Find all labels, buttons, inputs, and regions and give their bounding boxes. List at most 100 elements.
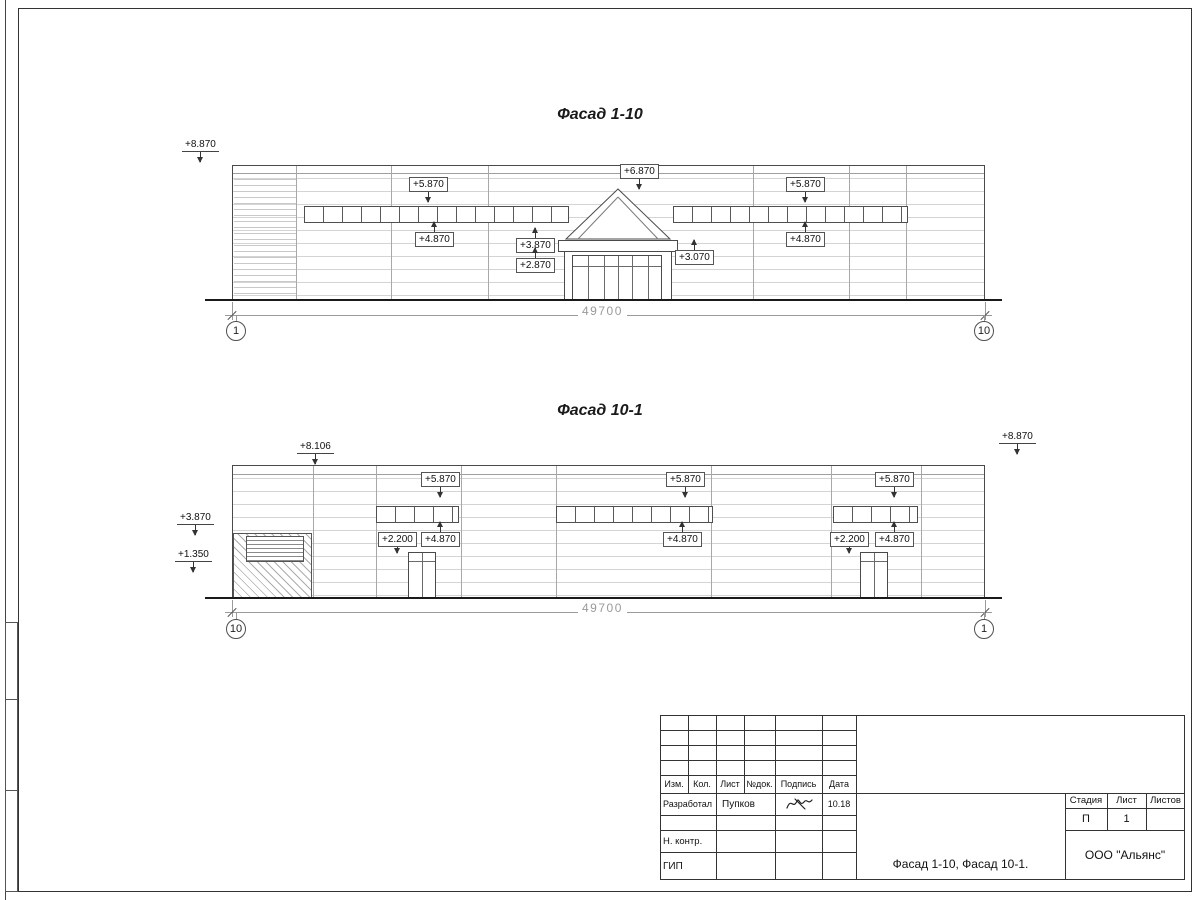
titleblock-line xyxy=(660,775,856,776)
titleblock-sheets-label: Листов xyxy=(1150,795,1181,806)
elevation-marker: +1.350 xyxy=(175,548,212,573)
elevation-marker: +4.870 xyxy=(421,521,460,547)
titleblock-line xyxy=(1065,808,1185,809)
elevation-label: +8.870 xyxy=(999,430,1036,444)
sheet-edge-line xyxy=(5,0,6,900)
ground-line xyxy=(205,299,1002,301)
side-door xyxy=(860,552,888,598)
elevation-label: +5.870 xyxy=(666,472,705,487)
leader-arrow-icon xyxy=(679,521,686,532)
axis-line xyxy=(984,315,985,322)
entrance-doors xyxy=(572,255,662,300)
axis-line xyxy=(984,612,985,620)
mullion-line xyxy=(632,256,633,299)
titleblock-role-ncontrol: Н. контр. xyxy=(663,835,703,847)
elevation-label: +1.350 xyxy=(175,548,212,562)
dimension-text: 49700 xyxy=(578,304,627,318)
leader-arrow-icon xyxy=(192,525,199,536)
elevation-marker: +3.070 xyxy=(675,239,714,265)
elevation-marker: +4.870 xyxy=(415,221,454,247)
side-stamp-cell xyxy=(5,622,18,700)
leader-arrow-icon xyxy=(846,547,853,554)
elevation-label: +3.070 xyxy=(675,250,714,265)
titleblock-line xyxy=(856,715,857,880)
titleblock-line xyxy=(660,745,856,746)
elevation-marker: +3.870 xyxy=(177,511,214,536)
elevation-label: +8.870 xyxy=(182,138,219,152)
leader-arrow-icon xyxy=(682,487,689,498)
extension-line xyxy=(232,600,233,617)
leader-arrow-icon xyxy=(691,239,698,250)
titleblock-sheet-value: 1 xyxy=(1123,813,1130,825)
elevation-label: +4.870 xyxy=(786,232,825,247)
elevation-marker: +5.870 xyxy=(786,177,825,203)
titleblock-role-gip: ГИП xyxy=(663,860,683,872)
titleblock-col-data: Дата xyxy=(829,779,849,789)
facade-top-title: Фасад 1-10 xyxy=(557,106,643,123)
elevation-label: +5.870 xyxy=(786,177,825,192)
titleblock-line xyxy=(1065,830,1185,831)
leader-arrow-icon xyxy=(802,192,809,203)
facade-bottom-title: Фасад 10-1 xyxy=(557,402,643,419)
titleblock-role-developed: Разработал xyxy=(663,799,712,809)
parapet-line xyxy=(233,173,984,174)
titleblock-line xyxy=(744,715,745,793)
panel-joint-line xyxy=(711,466,712,598)
axis-bubble: 1 xyxy=(974,619,994,639)
titleblock-line xyxy=(1107,793,1108,830)
panel-joint-line xyxy=(849,166,850,300)
window-band-1 xyxy=(376,506,459,523)
titleblock-developer-name: Пупков xyxy=(722,798,755,810)
leader-arrow-icon xyxy=(394,547,401,554)
ground-line xyxy=(205,597,1002,599)
entrance-canopy xyxy=(558,240,678,252)
end-panel xyxy=(234,174,296,300)
elevation-marker: +5.870 xyxy=(666,472,705,498)
panel-joint-line xyxy=(906,166,907,300)
extension-line xyxy=(985,302,986,320)
window-band-2 xyxy=(556,506,713,523)
titleblock-line xyxy=(660,760,856,761)
panel-joint-line xyxy=(921,466,922,598)
mullion-line xyxy=(588,256,589,299)
elevation-label: +5.870 xyxy=(421,472,460,487)
elevation-marker: +8.106 xyxy=(297,440,334,465)
panel-joint-line xyxy=(391,166,392,300)
titleblock-col-podpis: Подпись xyxy=(780,779,817,789)
elevation-marker: +4.870 xyxy=(663,521,702,547)
leader-arrow-icon xyxy=(532,247,539,258)
elevation-marker: +6.870 xyxy=(620,164,659,190)
elevation-marker: +8.870 xyxy=(182,138,219,163)
leader-arrow-icon xyxy=(891,487,898,498)
elevation-label: +4.870 xyxy=(415,232,454,247)
titleblock-signature-cell xyxy=(775,793,822,815)
titleblock-doc-title: Фасад 1-10, Фасад 10-1. xyxy=(892,857,1029,871)
leader-arrow-icon xyxy=(802,221,809,232)
elevation-marker: +5.870 xyxy=(409,177,448,203)
titleblock-sheet-label: Лист xyxy=(1116,795,1137,806)
elevation-label: +2.200 xyxy=(378,532,417,547)
elevation-label: +2.870 xyxy=(516,258,555,273)
panel-joint-line xyxy=(313,466,314,598)
door-leaf-line xyxy=(422,553,423,597)
extension-line xyxy=(232,302,233,320)
leader-arrow-icon xyxy=(425,192,432,203)
extension-line xyxy=(985,600,986,617)
titleblock-date: 10.18 xyxy=(827,799,851,809)
elevation-marker: +4.870 xyxy=(786,221,825,247)
leader-arrow-icon xyxy=(437,521,444,532)
elevation-label: +4.870 xyxy=(663,532,702,547)
axis-line xyxy=(236,612,237,620)
elevation-label: +8.106 xyxy=(297,440,334,454)
elevation-marker: +5.870 xyxy=(421,472,460,498)
window-band-right xyxy=(673,206,908,223)
panel-joint-line xyxy=(376,466,377,598)
elevation-label: +5.870 xyxy=(409,177,448,192)
elevation-marker: +2.200 xyxy=(830,532,869,554)
panel-joint-line xyxy=(461,466,462,598)
titleblock-line xyxy=(822,715,823,880)
titleblock-col-izm: Изм. xyxy=(664,779,684,789)
panel-joint-line xyxy=(488,166,489,300)
elevation-marker: +2.870 xyxy=(516,247,555,273)
